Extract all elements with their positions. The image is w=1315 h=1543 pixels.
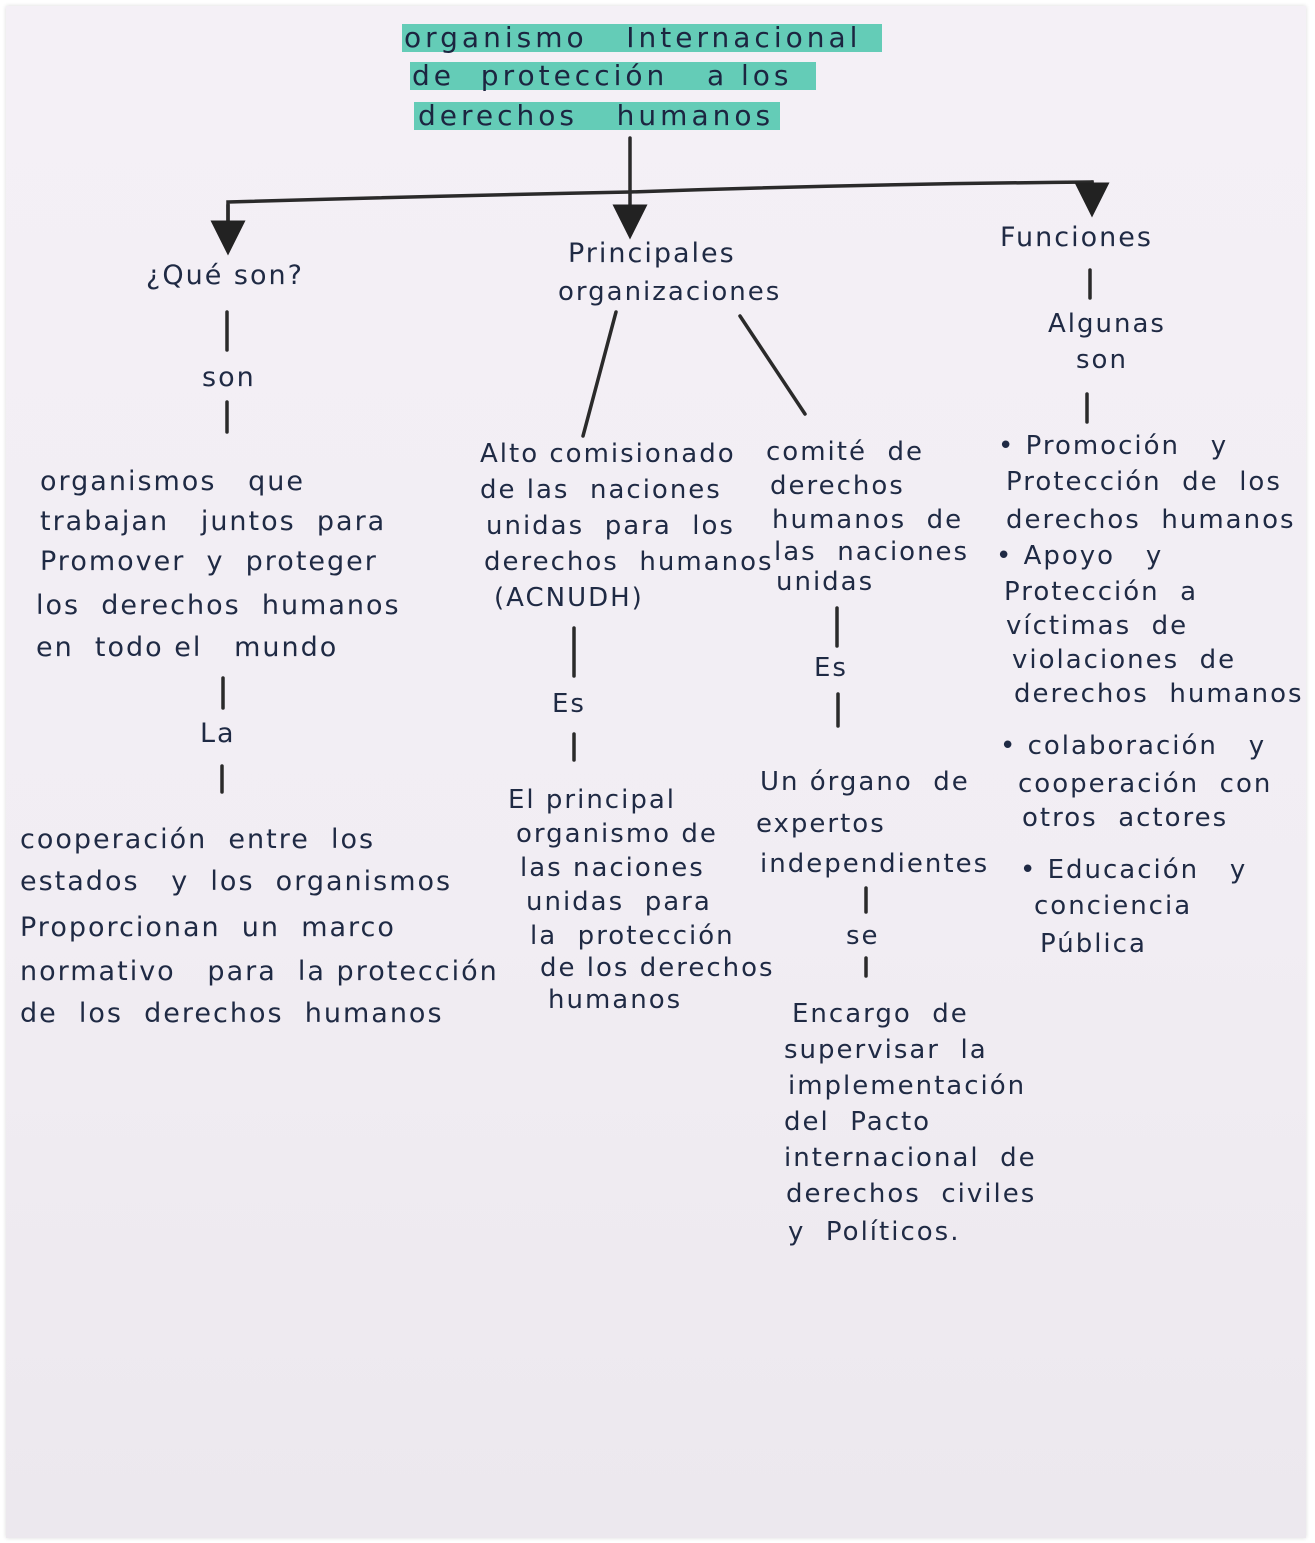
comite-detail2-2: supervisar la [784,1035,988,1065]
acnudh-detail-5: la protección [530,921,735,951]
funcion-3-line-2: cooperación con [1018,769,1273,799]
comite-detail2-1: Encargo de [792,999,969,1029]
comite-detail2-6: derechos civiles [786,1179,1037,1209]
title-line-2: de protección a los [412,59,793,92]
comite-detail2-7: y Políticos. [788,1217,961,1247]
que-son-definition-2: trabajan juntos para [40,506,387,537]
comite-detail1-1: Un órgano de [760,767,970,797]
que-son-definition-4: los derechos humanos [36,590,401,621]
funciones-heading: Funciones [1000,222,1153,253]
comite-detail2-3: implementación [788,1071,1027,1101]
funcion-1-line-3: derechos humanos [1006,505,1296,535]
comite-detail1-2: expertos [756,809,886,839]
acnudh-detail-6: de los derechos [540,953,775,983]
acnudh-name-4: derechos humanos [484,547,774,577]
acnudh-detail-3: las naciones [520,853,705,883]
acnudh-name-3: unidas para los [486,511,735,541]
funcion-1-line-2: Protección de los [1006,467,1282,497]
acnudh-connector-es: Es [552,689,586,719]
comite-detail2-4: del Pacto [784,1107,932,1137]
funcion-2-line-4: violaciones de [1012,645,1237,675]
que-son-definition-5: en todo el mundo [36,632,339,663]
title-highlight-3 [414,102,780,130]
que-son-detail-1: cooperación entre los [20,824,376,855]
funcion-1-line-1: • Promoción y [998,431,1229,461]
comite-name-3: humanos de [772,505,964,535]
que-son-definition-1: organismos que [40,466,306,497]
funciones-connector-1: Algunas [1048,309,1166,339]
acnudh-detail-2: organismo de [516,819,718,849]
que-son-connector-la: La [200,718,236,749]
funcion-2-line-3: víctimas de [1006,611,1189,641]
principales-heading-1: Principales [568,238,736,269]
funcion-2-line-1: • Apoyo y [996,541,1164,571]
title-line-1: organismo Internacional [404,21,862,54]
acnudh-name-2: de las naciones [480,475,722,505]
comite-name-1: comité de [766,437,924,467]
title-highlight-1 [402,24,882,52]
que-son-detail-4: normativo para la protección [20,956,499,987]
que-son-heading: ¿Qué son? [146,260,304,291]
comite-detail1-3: independientes [760,849,990,879]
comite-connector-se: se [846,921,880,951]
title-highlight-2 [410,62,816,90]
que-son-definition-3: Promover y proteger [40,546,378,577]
funcion-4-line-1: • Educación y [1020,855,1248,885]
que-son-detail-3: Proporcionan un marco [20,912,396,943]
funcion-4-line-2: conciencia [1034,891,1193,921]
title-line-3: derechos humanos [418,99,775,132]
acnudh-detail-7: humanos [548,985,683,1015]
funcion-3-line-1: • colaboración y [1000,731,1267,761]
funcion-3-line-3: otros actores [1022,803,1229,833]
funcion-2-line-2: Protección a [1004,577,1199,607]
funcion-2-line-5: derechos humanos [1014,679,1304,709]
comite-connector-es: Es [814,653,848,683]
que-son-connector-son: son [202,362,256,393]
que-son-detail-5: de los derechos humanos [20,998,444,1029]
acnudh-name-1: Alto comisionado [480,439,736,469]
acnudh-detail-1: El principal [508,785,676,815]
comite-name-2: derechos [770,471,905,501]
que-son-detail-2: estados y los organismos [20,866,453,897]
funciones-connector-2: son [1076,345,1128,375]
acnudh-name-5: (ACNUDH) [494,583,644,613]
comite-name-5: unidas [776,567,875,597]
comite-name-4: las naciones [774,537,970,567]
comite-detail2-5: internacional de [784,1143,1037,1173]
funcion-4-line-3: Pública [1040,929,1147,959]
principales-heading-2: organizaciones [558,277,782,307]
acnudh-detail-4: unidas para [526,887,712,917]
